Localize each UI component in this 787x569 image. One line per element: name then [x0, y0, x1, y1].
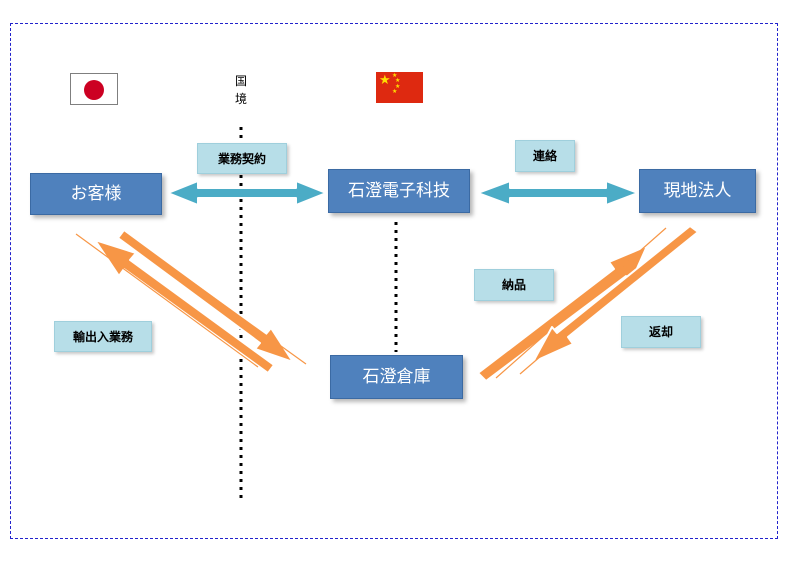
border-label-bottom: 境 [234, 92, 247, 106]
delivery-arrow-thin [495, 227, 667, 379]
border-label: 国 境 [232, 72, 250, 108]
delivery-tag: 納品 [474, 269, 554, 301]
diagram-frame [10, 23, 778, 539]
export-arrow [117, 229, 294, 363]
china-flag-small-star: ★ [395, 77, 401, 84]
return-tag: 返却 [621, 316, 701, 348]
japan-flag-icon [70, 73, 118, 105]
liaison-tag: 連絡 [515, 140, 575, 172]
contract-double-arrow [167, 180, 327, 206]
company-node: 石澄電子科技 [328, 169, 470, 213]
china-flag-small-star: ★ [392, 72, 398, 79]
import-export-tag: 輸出入業務 [54, 321, 152, 352]
china-flag-big-star: ★ [379, 73, 391, 88]
export-arrow-thin [127, 235, 307, 365]
warehouse-node: 石澄倉庫 [330, 355, 463, 399]
return-arrow-thin [519, 239, 677, 375]
border-label-top: 国 [234, 74, 247, 88]
china-flag-icon: ★ ★ ★ ★ ★ [376, 72, 423, 103]
china-flag-small-star: ★ [392, 88, 398, 95]
contract-tag: 業務契約 [197, 143, 287, 174]
local-entity-node: 現地法人 [639, 169, 756, 213]
liaison-double-arrow [477, 180, 639, 206]
customer-node: お客様 [30, 173, 162, 215]
japan-flag-disc [84, 80, 104, 100]
import-arrow-thin [75, 233, 259, 368]
delivery-arrow [477, 245, 648, 382]
china-flag-small-star: ★ [395, 83, 401, 90]
import-arrow [94, 239, 275, 374]
